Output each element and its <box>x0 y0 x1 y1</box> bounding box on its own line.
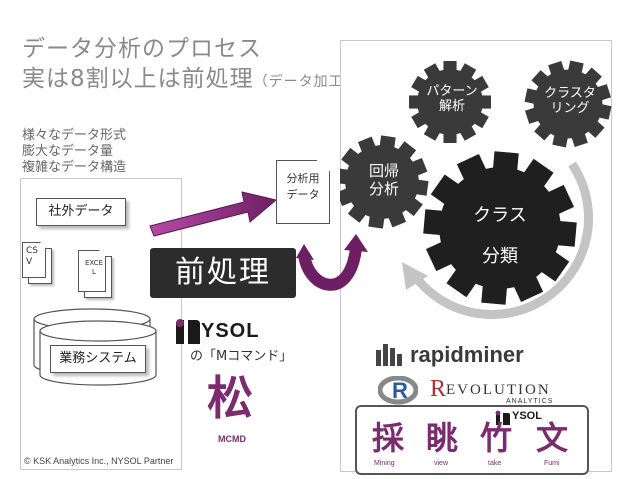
nysol-logo-text: YSOL <box>201 320 260 342</box>
revolution-logo-text: EVOLUTION <box>446 382 551 398</box>
clustering-label: クラスタ リング <box>544 86 596 116</box>
mcmd-kanji-logo: 松 <box>207 371 253 425</box>
tool-kanji-view: 眺 <box>425 419 458 457</box>
challenge-item: 複雑なデータ構造 <box>22 160 127 175</box>
nysol-tools-frame <box>355 405 589 475</box>
r-logo-icon <box>378 376 418 405</box>
title-line-1: データ分析のプロセス <box>22 36 262 62</box>
analysis-data-doc: 分析用 データ <box>276 160 330 224</box>
classification-label-2: 分類 <box>482 246 518 267</box>
tool-caption-mining: Mining <box>374 460 395 467</box>
revolution-logo-r: R <box>430 376 447 402</box>
gear-cluster <box>340 52 612 320</box>
title-line-2: 実は8割以上は前処理（データ加工） <box>22 66 359 92</box>
tool-caption-take: take <box>488 460 502 467</box>
revolution-analytics-text: ANALYTICS <box>506 398 554 405</box>
loop-arrow <box>296 234 368 291</box>
preprocess-label: 前処理 <box>150 248 296 298</box>
nysol-small-logo-icon <box>495 410 510 425</box>
csv-doc: CS V <box>22 242 46 278</box>
flow-arrow <box>149 191 278 237</box>
challenge-item: 膨大なデータ量 <box>22 144 114 159</box>
external-data-label: 社外データ <box>36 198 126 226</box>
page-title: データ分析のプロセス 実は8割以上は前処理（データ加工） <box>22 34 359 97</box>
title-line-2-note: （データ加工） <box>253 74 359 90</box>
challenge-item: 様々なデータ形式 <box>22 128 127 143</box>
rapidminer-icon <box>376 344 402 366</box>
tool-kanji-mining: 採 <box>371 419 404 457</box>
business-system-label: 業務システム <box>50 345 146 373</box>
rapidminer-logo: rapidminer <box>410 342 524 367</box>
tool-caption-fumi: Fumi <box>544 460 560 467</box>
classification-label-1: クラス <box>473 205 527 226</box>
mcmd-label: MCMD <box>218 434 246 444</box>
excel-doc: EXCE L <box>78 250 106 292</box>
tool-caption-view: view <box>434 460 449 467</box>
pattern-analysis-label: パターン 解析 <box>426 84 478 114</box>
nysol-logo-icon <box>176 319 200 344</box>
regression-label: 回帰 分析 <box>368 162 399 198</box>
footer-copyright: © KSK Analytics Inc., NYSOL Partner <box>24 456 174 466</box>
tool-kanji-fumi: 文 <box>535 419 568 457</box>
nysol-small-logo-text: YSOL <box>512 410 542 422</box>
challenge-list: 様々なデータ形式 膨大なデータ量 複雑なデータ構造 <box>22 128 126 176</box>
r-logo: R <box>392 378 408 403</box>
mcmd-caption: の「Mコマンド」 <box>190 349 293 364</box>
tool-kanji-take: 竹 <box>479 419 512 457</box>
